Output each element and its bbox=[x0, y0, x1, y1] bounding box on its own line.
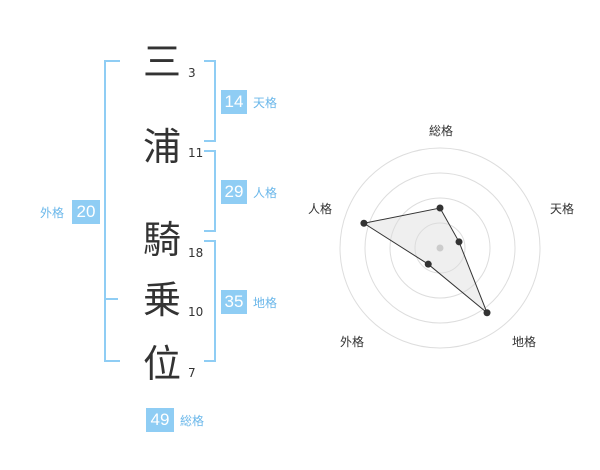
gaikaku-value: 20 bbox=[72, 200, 100, 224]
name-char-5: 位 bbox=[142, 342, 181, 386]
radar-point-4 bbox=[424, 260, 432, 268]
name-char-4: 乗 bbox=[142, 278, 181, 322]
jinkaku-value: 29 bbox=[221, 180, 247, 204]
radar-label-tenkaku: 天格 bbox=[550, 202, 575, 216]
gaikaku-bracket bbox=[104, 60, 120, 362]
tenkaku-bracket bbox=[204, 60, 216, 142]
jinkaku-bracket bbox=[204, 150, 216, 232]
radar-label-gaikaku: 外格 bbox=[340, 335, 365, 349]
chikaku-bracket bbox=[204, 240, 216, 362]
radar-series-polygon bbox=[362, 207, 488, 314]
radar-ring bbox=[364, 172, 516, 324]
radar-label-soukaku: 総格 bbox=[429, 124, 454, 138]
radar-label-jinkaku: 人格 bbox=[308, 202, 333, 216]
radar-point-5 bbox=[360, 219, 368, 227]
radar-point-2 bbox=[455, 238, 463, 246]
chikaku-value: 35 bbox=[221, 290, 247, 314]
chikaku-label: 地格 bbox=[253, 296, 278, 310]
stroke-count-3: 18 bbox=[188, 246, 204, 260]
radar-ring bbox=[414, 222, 466, 274]
tenkaku-label: 天格 bbox=[253, 96, 278, 110]
soukaku-label: 総格 bbox=[180, 414, 205, 428]
radar-center bbox=[436, 244, 444, 252]
name-char-3: 騎 bbox=[142, 218, 181, 262]
gaikaku-bracket-tick bbox=[104, 298, 118, 300]
tenkaku-value: 14 bbox=[221, 90, 247, 114]
stroke-count-1: 3 bbox=[188, 66, 196, 80]
name-char-1: 三 bbox=[142, 40, 181, 84]
stroke-count-4: 10 bbox=[188, 305, 204, 319]
gaikaku-label: 外格 bbox=[40, 206, 65, 220]
radar-label-chikaku: 地格 bbox=[512, 335, 537, 349]
radar-ring bbox=[339, 147, 541, 349]
radar-point-3 bbox=[483, 309, 491, 317]
stroke-count-5: 7 bbox=[188, 366, 196, 380]
jinkaku-label: 人格 bbox=[253, 186, 278, 200]
soukaku-value: 49 bbox=[146, 408, 174, 432]
stroke-count-2: 11 bbox=[188, 146, 204, 160]
name-char-2: 浦 bbox=[142, 125, 181, 169]
radar-point-1 bbox=[436, 204, 444, 212]
radar-ring bbox=[389, 197, 491, 299]
